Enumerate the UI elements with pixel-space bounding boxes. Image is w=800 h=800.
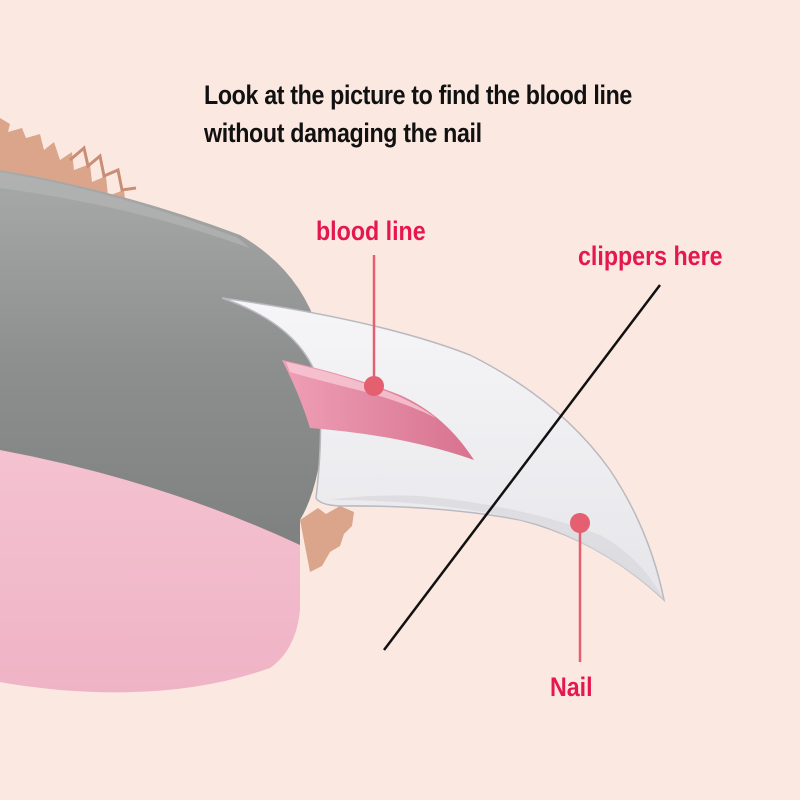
gray-band-highlight: [0, 172, 250, 248]
blood-line-marker: [364, 376, 384, 396]
blood-line-label: blood line: [316, 216, 426, 246]
fur-tuft: [69, 145, 137, 192]
clippers-here-label: clippers here: [578, 241, 723, 271]
fur-tuft: [300, 506, 354, 572]
gray-band: [0, 170, 325, 560]
nail-label: Nail: [550, 672, 593, 702]
headline-line-1: Look at the picture to find the blood li…: [204, 80, 633, 110]
nail-marker: [570, 513, 590, 533]
headline: Look at the picture to find the blood li…: [204, 76, 703, 152]
paw-pad: [0, 450, 300, 693]
quick-shape: [282, 360, 474, 460]
headline-line-2: without damaging the nail: [204, 118, 482, 148]
clippers-cut-line: [383, 284, 661, 651]
nail-shading: [330, 495, 664, 600]
quick-highlight: [286, 362, 436, 418]
